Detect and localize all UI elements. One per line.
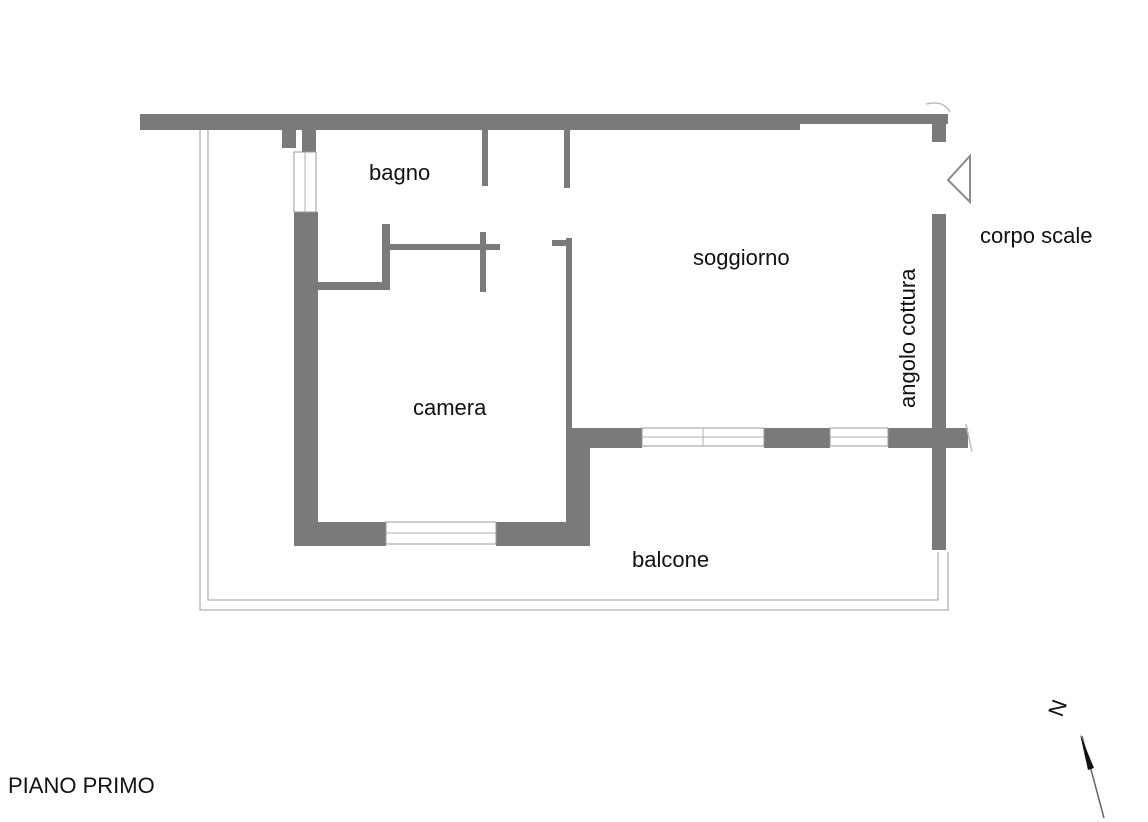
walls <box>140 114 968 550</box>
openings <box>293 102 973 545</box>
partition-bagno-2 <box>564 130 570 188</box>
balcony-outline <box>199 128 949 611</box>
partition-stub <box>552 240 566 246</box>
partition-camera-soggiorno <box>566 238 572 430</box>
label-corpo-scale: corpo scale <box>980 223 1093 248</box>
partition-bagno-bottom <box>390 244 500 250</box>
wall-soggiorno-bottom-2 <box>764 428 830 448</box>
wall-camera-bottom-left <box>294 522 386 546</box>
wall-top-right <box>800 114 948 124</box>
label-camera: camera <box>413 395 487 420</box>
pillar-top-left <box>282 130 296 148</box>
partition-bagno-1 <box>482 130 488 186</box>
north-arrow-icon: N <box>1043 696 1105 819</box>
label-soggiorno: soggiorno <box>693 245 790 270</box>
wall-bagno-left-stub <box>302 130 316 152</box>
wall-top-corner <box>932 114 946 142</box>
label-balcone: balcone <box>632 547 709 572</box>
wall-top <box>140 114 800 130</box>
floor-caption: PIANO PRIMO <box>8 773 155 798</box>
stair-arrow-icon <box>946 153 971 205</box>
partition-bagno-door <box>480 232 486 292</box>
wall-soggiorno-bottom-3 <box>888 428 968 448</box>
label-bagno: bagno <box>369 160 430 185</box>
wall-right <box>932 214 946 550</box>
label-angolo-cottura: angolo cottura <box>895 268 920 408</box>
north-label: N <box>1043 696 1072 719</box>
wall-soggiorno-bottom-1 <box>566 428 642 448</box>
partition-camera-top-v <box>382 224 390 290</box>
wall-left <box>294 212 318 546</box>
partition-camera-top <box>318 282 390 290</box>
